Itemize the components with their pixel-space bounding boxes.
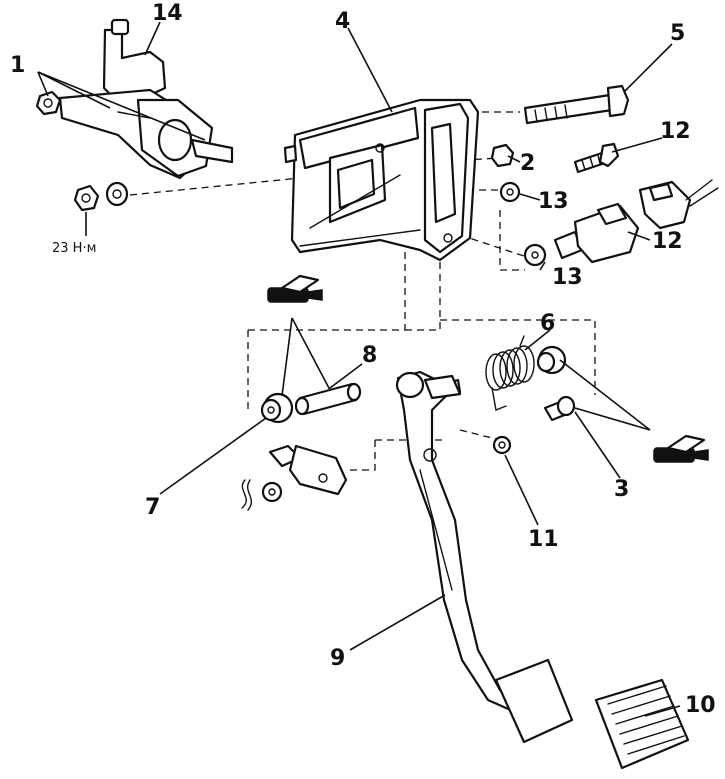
callout-1: 1: [10, 53, 25, 78]
nut-2: [490, 143, 515, 168]
callout-7: 7: [145, 495, 160, 520]
retaining-clip: [241, 479, 253, 511]
grease-gun-icon: [653, 434, 709, 463]
callout-3: 3: [614, 477, 629, 502]
nut-washer-set: [73, 181, 129, 212]
clutch-switch: [553, 202, 640, 264]
bolt-5: [523, 84, 630, 125]
return-spring-6: [485, 335, 535, 411]
torque-label: 23 Н·м: [52, 241, 96, 256]
switch-connector: [638, 179, 719, 230]
callout-4: 4: [335, 9, 350, 34]
callout-10: 10: [685, 693, 716, 718]
callout-14: 14: [152, 1, 183, 26]
grease-gun-icon: [267, 274, 323, 303]
bushing-13-lower: [523, 243, 547, 267]
callout-9: 9: [330, 646, 345, 671]
callout-12-upper: 12: [660, 119, 691, 144]
callout-6: 6: [540, 311, 555, 336]
callout-13-lower: 13: [552, 265, 583, 290]
washer: [261, 481, 283, 503]
nut-1: [35, 90, 62, 116]
clutch-pedal-arm-9: [395, 370, 522, 714]
leader-lines: [37, 21, 681, 717]
callout-11: 11: [528, 527, 559, 552]
bushing-spring-side: [536, 345, 567, 375]
pedal-pad: [494, 658, 574, 744]
pedal-bracket: [283, 98, 480, 262]
screw-12: [573, 142, 620, 174]
bushing-7: [260, 392, 294, 424]
pedal-pad-cover-10: [594, 678, 690, 770]
callout-8: 8: [362, 343, 377, 368]
callout-labels: 1 14 4 5 12 2 13 12 13 6 8 7 3 11 9 10 2…: [10, 1, 716, 718]
master-cylinder: [58, 18, 234, 180]
nut-11: [492, 435, 512, 455]
clevis: [268, 444, 348, 496]
callout-2: 2: [520, 151, 535, 176]
bushing-13-upper: [499, 181, 521, 203]
bushing-3: [543, 395, 576, 422]
callout-5: 5: [670, 21, 685, 46]
pivot-pin-8: [294, 382, 362, 416]
callout-12-lower: 12: [652, 229, 683, 254]
callout-13-upper: 13: [538, 189, 569, 214]
